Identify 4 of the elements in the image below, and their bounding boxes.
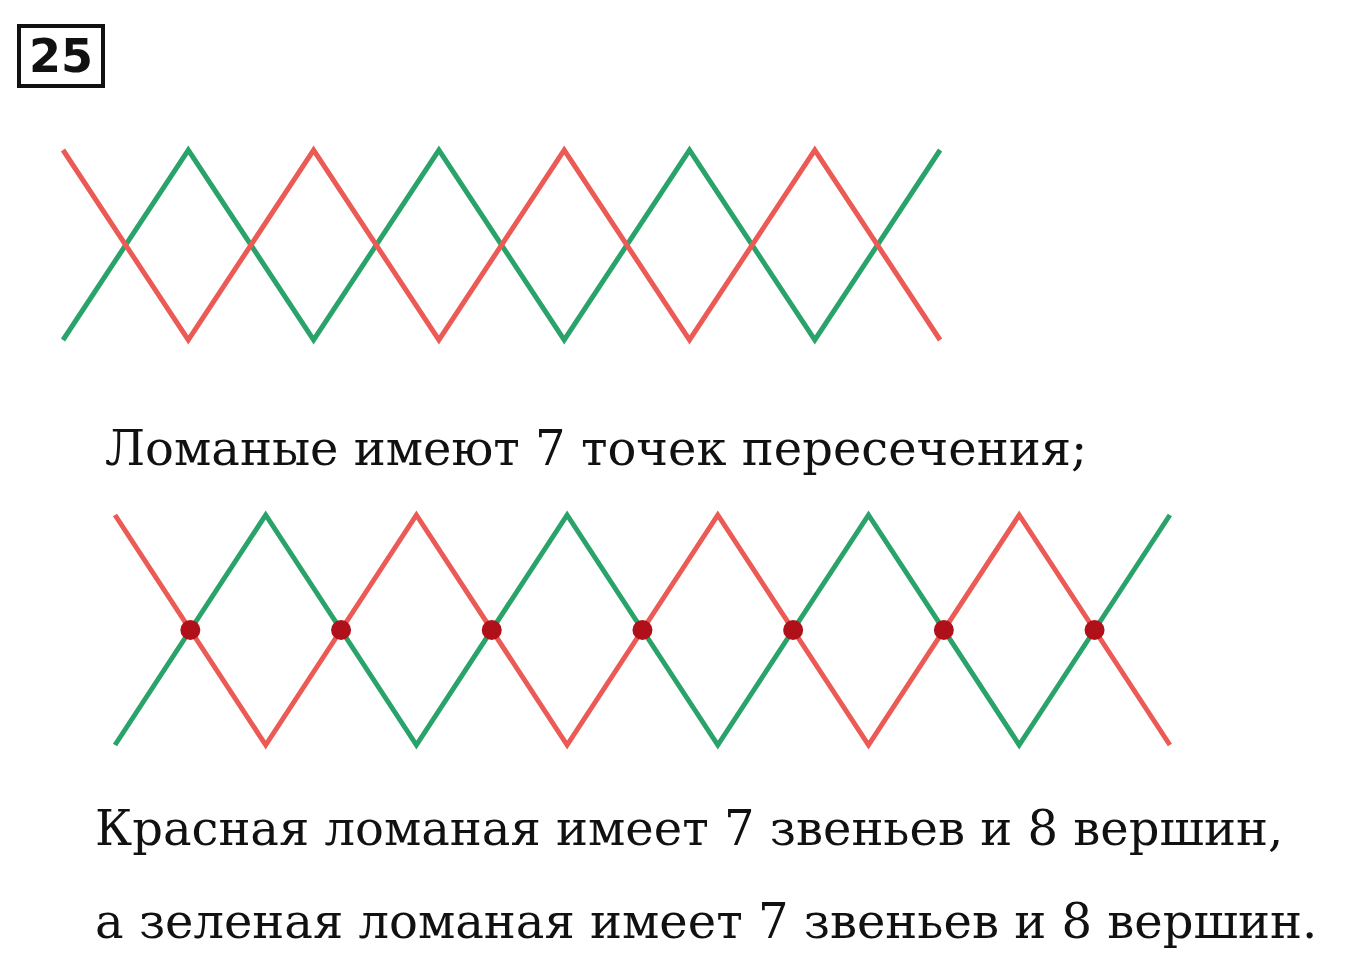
answer-text: Ломаные имеют 7 точек пересечения; [105, 420, 1088, 476]
task-number: 25 [17, 24, 105, 88]
answer-text: Красная ломаная имеет 7 звеньев и 8 вершин, [95, 800, 1284, 856]
answer-text: а зеленая ломаная имеет 7 звеньев и 8 вершин. [95, 893, 1318, 949]
